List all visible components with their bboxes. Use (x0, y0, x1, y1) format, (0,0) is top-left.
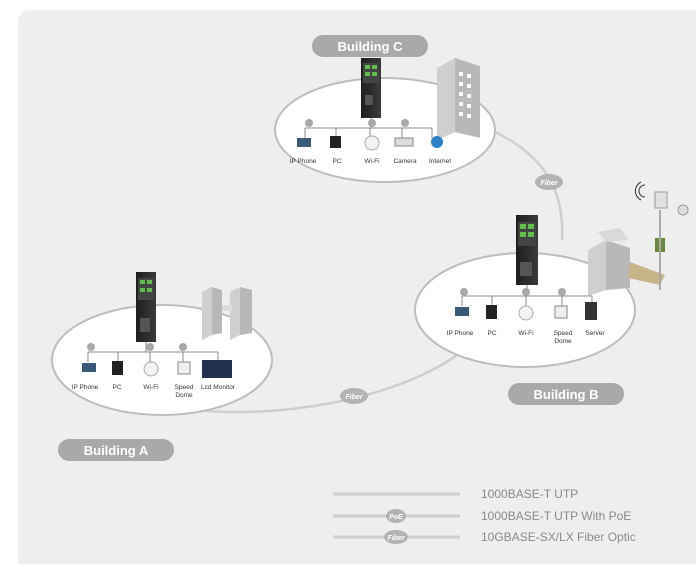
wiring-b (461, 285, 593, 306)
building-c-name: Building C (338, 39, 404, 54)
lcd-monitor-icon (202, 360, 232, 378)
legend-label: 1000BASE-T UTP (481, 487, 578, 501)
device-label-line: Dome (175, 392, 193, 399)
poe-dots (87, 119, 566, 351)
legend-label: 10GBASE-SX/LX Fiber Optic (481, 530, 636, 544)
pc-icon (112, 361, 123, 375)
outdoor-wifi-icon (634, 181, 646, 201)
fiber-link-c-b (479, 123, 564, 241)
building-b-icon (588, 191, 689, 296)
device-label-line: Dome (554, 338, 572, 345)
fiber-badge-label: Fiber (345, 394, 363, 401)
switch-building-c (361, 58, 381, 118)
device-label: Wi-Fi (143, 384, 158, 391)
building-a-icon (202, 287, 252, 340)
fiber-badge-c-b: Fiber (535, 174, 563, 190)
devices-b-icons (455, 302, 597, 321)
wifi-ap-icon (364, 135, 380, 151)
pc-icon (330, 136, 341, 148)
ip-phone-icon (455, 307, 469, 316)
legend-badge-label: Fiber (387, 535, 405, 542)
legend-fiber: Fiber 10GBASE-SX/LX Fiber Optic (333, 530, 636, 544)
building-c-icon (437, 58, 480, 140)
building-a-name: Building A (84, 443, 149, 458)
legend-poe: PoE 1000BASE-T UTP With PoE (333, 509, 631, 523)
devices-a-icons (82, 360, 232, 378)
device-label: PC (487, 330, 496, 337)
internet-icon (431, 136, 443, 148)
device-label: Server (585, 330, 605, 337)
legend-utp: 1000BASE-T UTP (333, 487, 578, 501)
building-c-pill: Building C (312, 35, 428, 57)
devices-c-icons (297, 135, 443, 151)
device-label: IP Phone (447, 330, 474, 337)
wifi-ap-icon (143, 361, 159, 377)
server-icon (585, 302, 597, 320)
building-b-pill: Building B (508, 383, 624, 405)
speed-dome-icon (177, 361, 191, 375)
device-label: Internet (429, 158, 451, 165)
pc-icon (486, 305, 497, 319)
switch-building-b (516, 215, 538, 285)
building-a-pill: Building A (58, 439, 174, 461)
ip-phone-icon (297, 138, 311, 147)
device-label-line: Speed (554, 330, 573, 337)
device-label: Camera (393, 158, 417, 165)
ip-phone-icon (82, 363, 96, 372)
building-b-name: Building B (534, 387, 599, 402)
device-label: PC (112, 384, 121, 391)
device-label: Wi-Fi (518, 330, 533, 337)
fiber-link-a-b (199, 344, 471, 414)
switch-building-a (136, 272, 156, 342)
device-label: IP Phone (290, 158, 317, 165)
fiber-badge-label: Fiber (540, 180, 558, 187)
camera-icon (394, 137, 414, 147)
device-label: Wi-Fi (364, 158, 379, 165)
wifi-ap-icon (518, 305, 534, 321)
legend-label: 1000BASE-T UTP With PoE (481, 509, 631, 523)
legend: 1000BASE-T UTP PoE 1000BASE-T UTP With P… (333, 487, 636, 544)
device-label: Lcd Monitor (201, 384, 236, 391)
device-label: PC (332, 158, 341, 165)
device-label: IP Phone (72, 384, 99, 391)
device-labels-c: IP Phone PC Wi-Fi Camera Internet (290, 158, 452, 165)
device-label-line: Speed (175, 384, 194, 391)
speed-dome-icon (554, 305, 568, 319)
fiber-badge-a-b: Fiber (340, 388, 368, 404)
legend-badge-label: PoE (389, 514, 403, 521)
